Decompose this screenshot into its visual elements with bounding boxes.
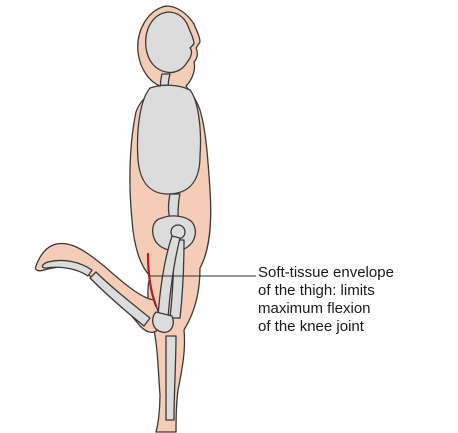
annotation-label: Soft-tissue envelope of the thigh: limit… xyxy=(258,264,454,336)
knee-patella xyxy=(153,312,174,332)
ribcage xyxy=(138,85,201,194)
annotation-line-4: of the knee joint xyxy=(258,318,454,336)
tibia-standing xyxy=(166,336,176,420)
lumbar-spine xyxy=(169,194,181,218)
annotation-line-1: Soft-tissue envelope xyxy=(258,264,454,282)
annotation-line-3: maximum flexion xyxy=(258,300,454,318)
annotation-line-2: of the thigh: limits xyxy=(258,282,454,300)
